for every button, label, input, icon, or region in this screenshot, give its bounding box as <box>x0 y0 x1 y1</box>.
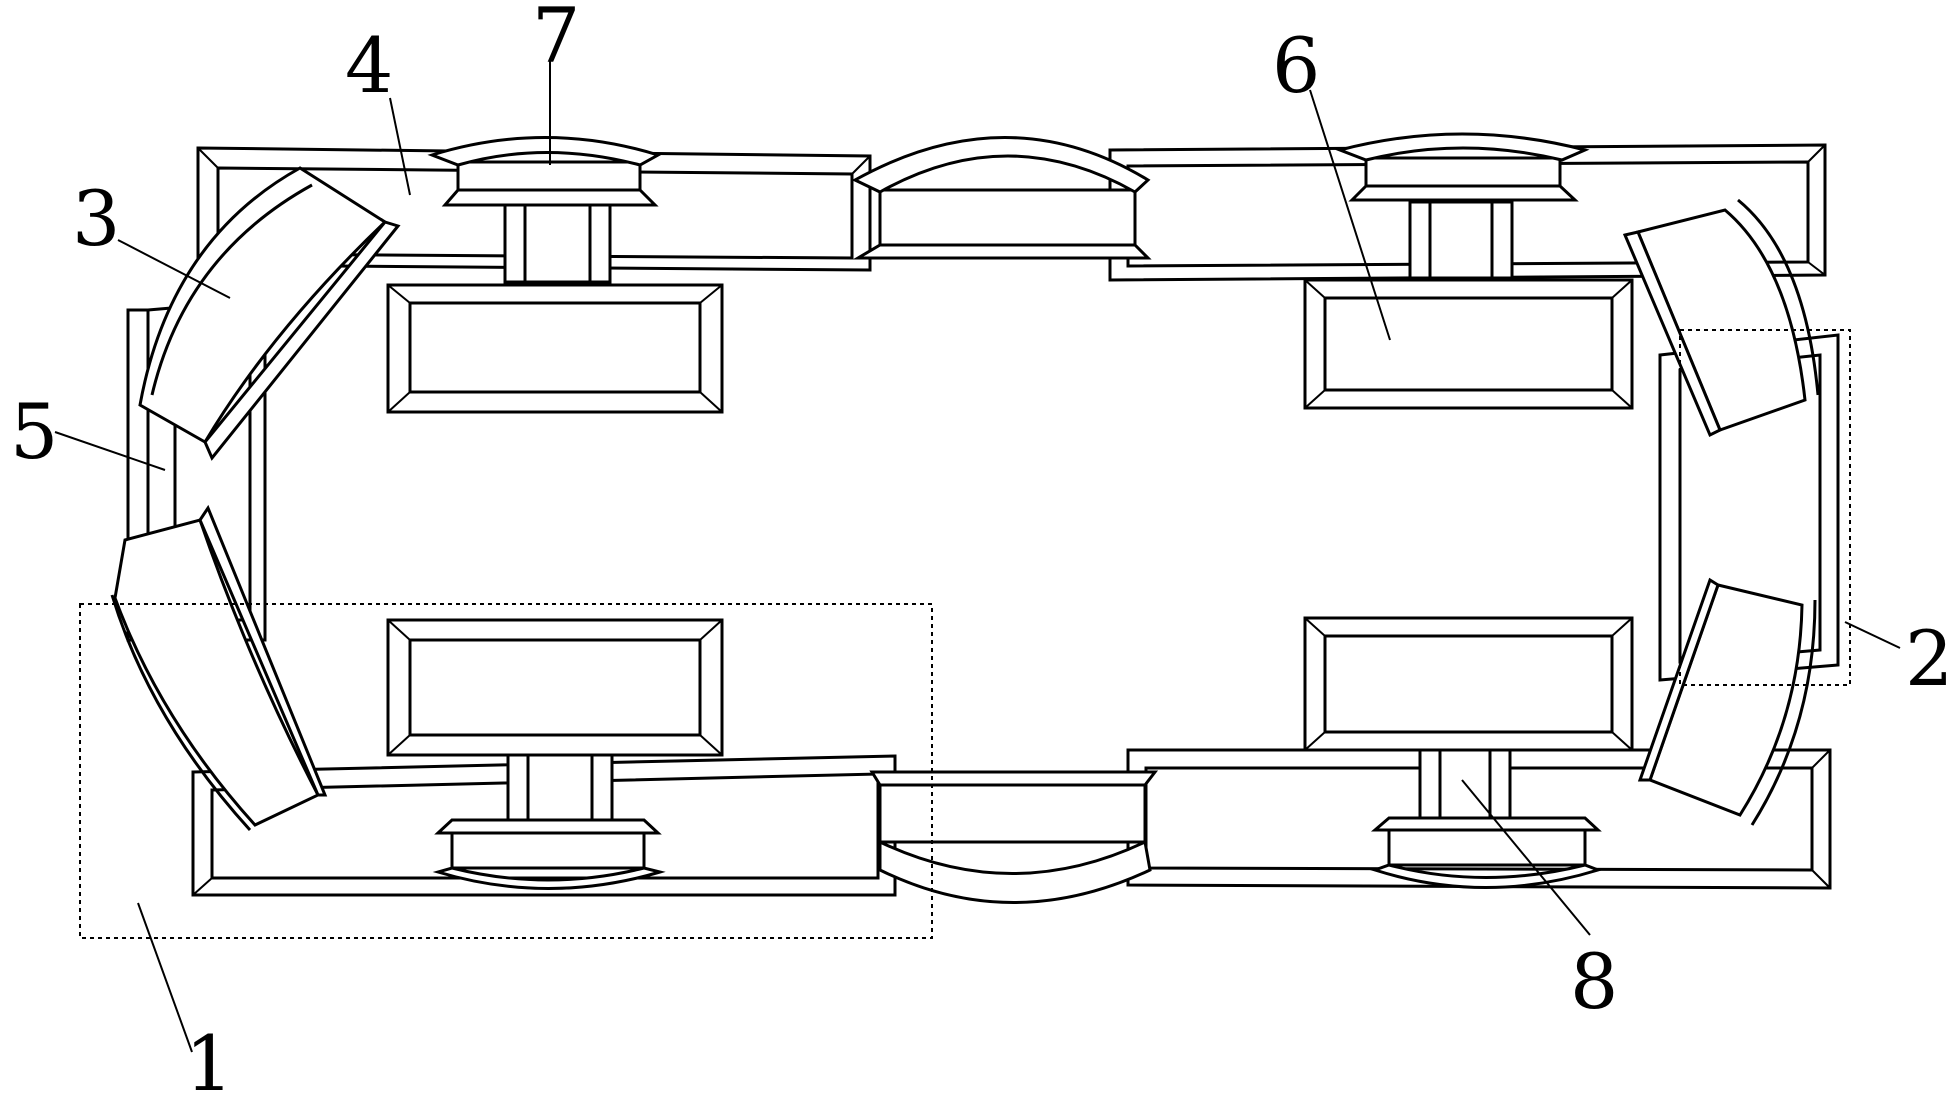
label-1: 1 <box>185 1019 233 1096</box>
panel-bottom-left <box>386 618 724 757</box>
wheel-bottom-left <box>432 818 666 890</box>
bumper-bottom-left <box>110 504 328 832</box>
detail-box-1 <box>79 603 933 939</box>
label-4: 4 <box>345 21 393 110</box>
wheel-top-left <box>427 136 662 207</box>
post-bottom-left <box>506 753 614 832</box>
post-bottom-right <box>1418 748 1512 827</box>
label-2: 2 <box>1905 614 1953 703</box>
label-5: 5 <box>10 387 58 476</box>
label-7: 7 <box>532 0 580 80</box>
bumper-top-right <box>1622 198 1820 438</box>
center-wheel-bottom <box>869 770 1159 904</box>
label-3: 3 <box>72 174 120 263</box>
wheel-top-right <box>1335 132 1590 202</box>
post-top-right <box>1408 200 1514 280</box>
panel-top-right <box>1303 278 1634 410</box>
bumper-top-left <box>138 166 401 461</box>
panel-bottom-right <box>1303 616 1634 752</box>
bumper-bottom-right <box>1637 577 1817 826</box>
panel-top-left <box>386 283 724 414</box>
label-8: 8 <box>1570 937 1618 1026</box>
wheel-bottom-right <box>1370 816 1603 889</box>
leader-lines <box>54 60 1901 1053</box>
number-labels: 1 2 3 4 5 6 7 8 <box>10 0 1953 1101</box>
post-top-left <box>503 203 612 284</box>
detail-box-2 <box>1679 329 1851 686</box>
bottom-rail-left <box>191 754 897 897</box>
label-6: 6 <box>1272 21 1320 110</box>
center-wheel-top <box>851 136 1152 260</box>
